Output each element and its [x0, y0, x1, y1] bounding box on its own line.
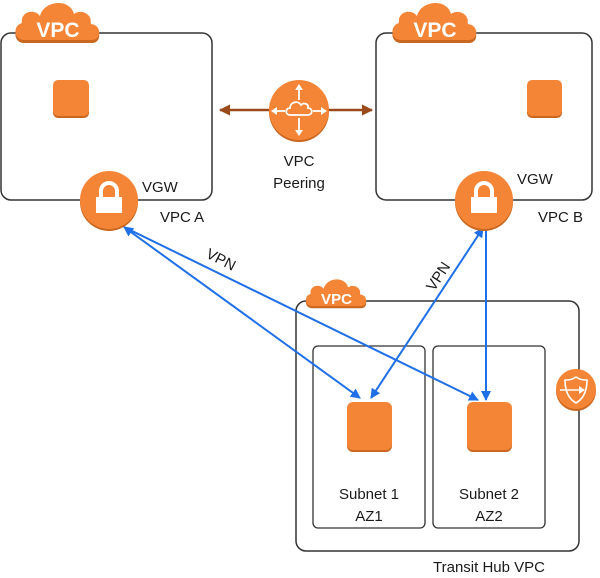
transit-hub-label: Transit Hub VPC: [433, 559, 545, 576]
transit-vpc-cloud-badge: VPC: [305, 279, 367, 309]
vpc-b-label: VPC B: [538, 209, 583, 226]
vpc-a-label: VPC A: [160, 209, 204, 226]
subnet-1-name: Subnet 1: [339, 486, 399, 503]
vpn-line: [370, 227, 484, 399]
vgw-b-label: VGW: [517, 171, 554, 188]
vpn-label-left: VPN: [203, 245, 238, 274]
transit-badge-text: VPC: [321, 291, 352, 308]
transit-hub-vpc-box: [295, 300, 580, 552]
subnet-2-name: Subnet 2: [459, 486, 519, 503]
vpn-line: [123, 226, 361, 399]
subnet-2-az: AZ2: [475, 508, 503, 525]
instance-square-icon: [467, 402, 512, 452]
subnet-2-box: [432, 345, 546, 529]
vgw-a-padlock-icon: [80, 171, 138, 231]
vgw-b-padlock-icon: [455, 171, 513, 231]
vpc-a-badge-text: VPC: [36, 19, 79, 42]
vpc-a-cloud-badge: VPC: [15, 2, 100, 43]
shield-arrow-icon: [556, 369, 596, 411]
peering-label-line2: Peering: [273, 175, 325, 192]
vpc-b-badge-text: VPC: [413, 19, 456, 42]
subnet-1-az: AZ1: [355, 508, 383, 525]
vpn-label-right: VPN: [423, 259, 454, 294]
vpc-peering-cloud-icon: [269, 80, 329, 142]
vpn-line: [123, 226, 479, 401]
vpc-b-cloud-badge: VPC: [392, 2, 477, 43]
vgw-a-label: VGW: [142, 179, 179, 196]
peering-label-line1: VPC: [284, 153, 315, 170]
instance-square-icon: [527, 80, 562, 118]
instance-square-icon: [53, 80, 89, 118]
instance-square-icon: [347, 402, 392, 452]
